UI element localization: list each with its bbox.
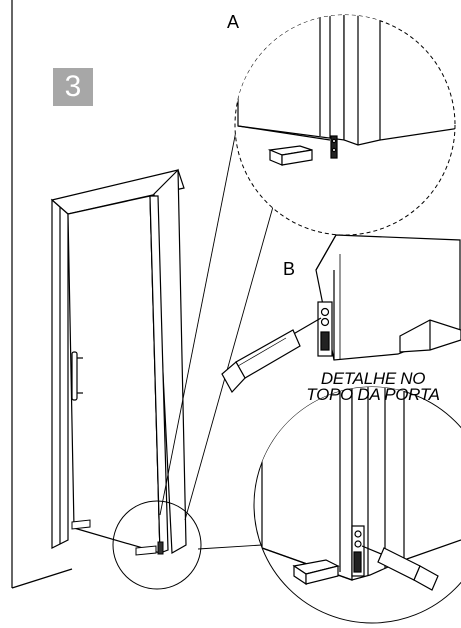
detail-note-line-1: DETALHE NO: [320, 369, 426, 388]
door-handle: [71, 351, 83, 401]
callout-label-a: A: [227, 12, 240, 32]
step-number-badge: 3: [53, 68, 93, 106]
detail-a: [234, 14, 456, 236]
detail-b: [221, 234, 461, 394]
door-bottom-highlight: [112, 500, 202, 590]
wall: [11, 0, 73, 589]
door-leaf: [67, 195, 169, 554]
callout-label-b: B: [283, 259, 296, 279]
detail-note-line-2: TOPO DA PORTA: [306, 385, 440, 404]
detail-c: [253, 386, 461, 624]
floor-blocks: [71, 519, 164, 556]
door-frame: [50, 168, 187, 555]
detail-note: DETALHE NO TOPO DA PORTA: [283, 369, 461, 404]
callout-lines: [159, 125, 277, 550]
